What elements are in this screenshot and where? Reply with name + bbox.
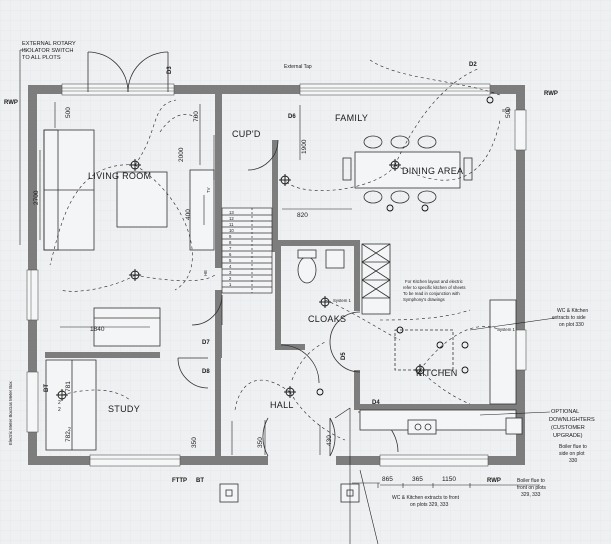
code-tv: TV — [206, 187, 211, 193]
stair-number: 2 — [229, 276, 232, 281]
dim-781: 781 — [65, 381, 72, 392]
wiring — [49, 59, 501, 441]
code-bt-bottom: BT — [196, 478, 204, 484]
dimension-texts: 500 700 2000 1900 2700 400 820 1840 500 … — [33, 107, 512, 483]
dim-782: 782 — [65, 431, 72, 442]
note-wc-kitchen-side-2: extracts to side — [552, 315, 586, 321]
stair-number: 10 — [229, 228, 234, 233]
code-d3: D3 — [167, 66, 173, 74]
note-wc-kitchen-side-3: on plot 330 — [559, 322, 584, 328]
note-gas-meter: Gas Meter Box — [8, 380, 13, 410]
dim-350-left: 350 — [191, 437, 198, 448]
note-wc-kitchen-side-1: WC & Kitchen — [557, 308, 588, 314]
codes: RWP RWP RWP D2 D3 D4 D5 D6 D7 D8 SVP FTT… — [4, 62, 558, 484]
note-boiler-front-1: Boiler flue to — [517, 478, 545, 484]
note-rotary-line3: TO ALL PLOTS — [22, 55, 61, 61]
stair-number: 13 — [229, 210, 234, 215]
stair-number: 8 — [229, 240, 232, 245]
code-d2: D2 — [469, 62, 477, 68]
stair-number: 3 — [229, 270, 232, 275]
code-d8: D8 — [202, 369, 210, 375]
code-rwp-top-right: RWP — [544, 91, 558, 97]
room-label-living: LIVING ROOM — [88, 171, 151, 181]
room-label-cupd: CUP'D — [232, 129, 261, 139]
note-wc-front-2: on plots 329, 333 — [410, 502, 449, 508]
room-label-hall: HALL — [270, 400, 294, 410]
code-d7: D7 — [202, 340, 210, 346]
code-d4: D4 — [372, 400, 380, 406]
dim-350-right: 350 — [257, 437, 264, 448]
note-kitchen-layout-4: Symphony's drawings — [403, 297, 445, 302]
dim-400: 400 — [185, 209, 192, 220]
code-rwp-bottom-right: RWP — [487, 478, 501, 484]
stair-numbers: 13 12 11 10 9 8 7 6 5 4 3 2 1 — [229, 210, 234, 287]
code-2-b: 2 — [58, 407, 61, 413]
room-labels: LIVING ROOM CUP'D FAMILY DINING AREA CLO… — [88, 113, 463, 414]
windows — [26, 83, 527, 467]
dim-2000: 2000 — [178, 147, 185, 162]
note-electric-meter: Electric Meter Box — [8, 409, 13, 445]
dim-865: 865 — [382, 476, 393, 483]
note-optional-3: (CUSTOMER — [551, 425, 585, 431]
dim-1900: 1900 — [301, 139, 308, 154]
room-label-dining: DINING AREA — [402, 166, 463, 176]
code-d6: D6 — [288, 114, 296, 120]
note-boiler-front-2: front on plots — [517, 485, 546, 491]
dim-820: 820 — [297, 212, 308, 219]
stair-number: 9 — [229, 234, 232, 239]
note-kitchen-layout-1: For Kitchen layout and electric — [405, 279, 464, 284]
note-kitchen-layout-2: refer to specific kitchen of sheets — [403, 285, 466, 290]
stair-number: 4 — [229, 264, 232, 269]
note-optional-2: DOWNLIGHTERS — [549, 417, 595, 423]
dim-430: 430 — [326, 435, 333, 446]
dim-1150: 1150 — [442, 476, 456, 483]
room-label-cloaks: CLOAKS — [308, 314, 346, 324]
code-fttp: FTTP — [172, 478, 187, 484]
annotations: EXTERNAL ROTARY ISOLATOR SWITCH TO ALL P… — [8, 41, 595, 508]
dim-1840: 1840 — [90, 326, 105, 333]
note-rotary-line1: EXTERNAL ROTARY — [22, 41, 76, 47]
code-2-c: 2 — [68, 427, 71, 433]
note-boiler-side-2: side on plot — [559, 451, 585, 457]
staircase — [221, 207, 273, 294]
room-label-kitchen: KITCHEN — [416, 368, 458, 378]
dimension-lines — [39, 102, 352, 455]
code-svp: SVP — [502, 108, 511, 113]
note-wc-front-1: WC & Kitchen extracts to front — [392, 495, 460, 501]
code-d5: D5 — [341, 352, 347, 360]
leader-lines — [19, 49, 556, 544]
note-optional-4: UPGRADE) — [553, 433, 583, 439]
room-label-study: STUDY — [108, 404, 140, 414]
stair-number: 12 — [229, 216, 234, 221]
stair-number: 7 — [229, 246, 232, 251]
note-boiler-side-3: 330 — [569, 458, 578, 464]
note-kitchen-layout-3: To be read in conjunction with — [403, 291, 460, 296]
ceiling-lights — [56, 96, 494, 401]
note-boiler-side-1: Boiler flue to — [559, 444, 587, 450]
note-rotary-line2: ISOLATOR SWITCH — [22, 48, 73, 54]
stair-number: 1 — [229, 282, 232, 287]
note-external-tap: External Tap — [284, 64, 312, 70]
dim-365: 365 — [412, 476, 423, 483]
dim-2700: 2700 — [33, 190, 40, 205]
code-bt-study: BT — [44, 384, 50, 392]
stair-number: 6 — [229, 252, 232, 257]
room-label-family: FAMILY — [335, 113, 368, 123]
code-system1-cloaks: System 1 — [333, 298, 352, 303]
dim-700: 700 — [193, 111, 200, 122]
code-2-a: 2 — [58, 400, 61, 406]
note-optional-1: OPTIONAL — [551, 409, 579, 415]
dim-500-living: 500 — [65, 107, 72, 118]
dim-500-family: 500 — [505, 107, 512, 118]
note-boiler-front-3: 329, 333 — [521, 492, 541, 498]
stair-number: 5 — [229, 258, 232, 263]
code-system1-kitchen: System 1 — [497, 327, 516, 332]
code-he: HE — [203, 270, 208, 276]
stair-number: 11 — [229, 222, 234, 227]
code-rwp-top-left: RWP — [4, 100, 18, 106]
